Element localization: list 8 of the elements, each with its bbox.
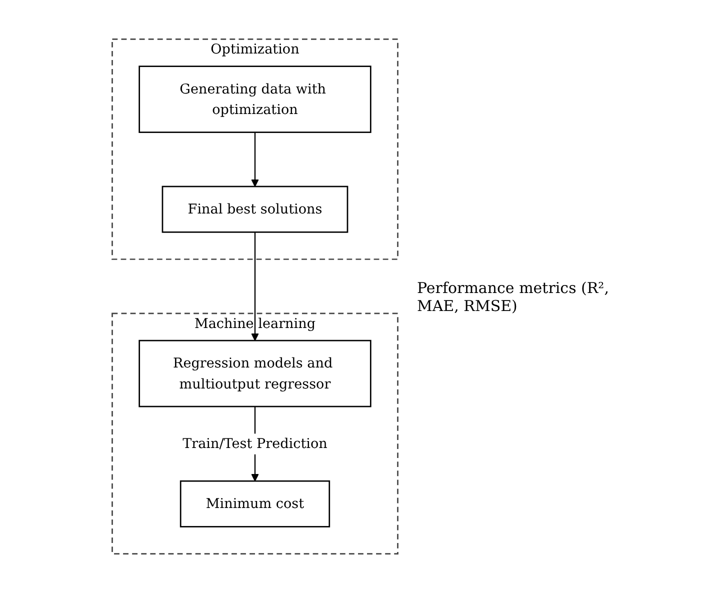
node-box: Minimum cost — [180, 480, 330, 528]
node-box: Generating data with optimization — [138, 66, 372, 133]
arrow — [251, 232, 259, 341]
metrics-note: Performance metrics (R², MAE, RMSE) — [416, 278, 610, 314]
node-box: Final best solutions — [162, 186, 348, 233]
edge-label: Train/Test Prediction — [182, 435, 328, 452]
arrow — [251, 132, 259, 187]
node-box: Regression models and multioutput regressor — [138, 340, 372, 408]
